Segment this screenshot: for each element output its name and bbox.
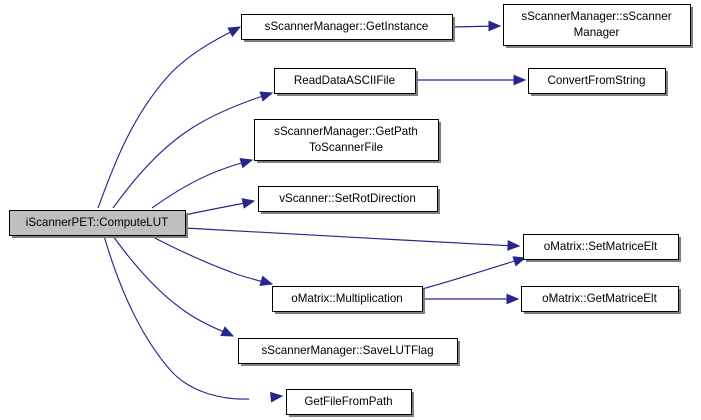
- node-label: sScannerManager::SaveLUTFlag: [261, 344, 433, 357]
- edge-line: [421, 258, 522, 290]
- node-label-line1: sScannerManager::GetPath: [274, 125, 418, 138]
- arrowhead-icon: [506, 293, 520, 305]
- node-getfilefrompath[interactable]: GetFileFromPath: [286, 389, 415, 418]
- node-box[interactable]: [286, 389, 412, 415]
- arrowhead-icon: [220, 326, 235, 337]
- edge-root-to-getinstance: [97, 26, 242, 209]
- node-label: iScannerPET::ComputeLUT: [26, 216, 168, 229]
- arrowhead-icon: [270, 391, 284, 403]
- arrowhead-icon: [239, 158, 254, 169]
- node-readdata[interactable]: ReadDataASCIIFile: [274, 68, 419, 97]
- node-label-line1: sScannerManager::sScanner: [521, 10, 671, 23]
- node-box[interactable]: [254, 119, 439, 161]
- nodes-layer: iScannerPET::ComputeLUTsScannerManager::…: [9, 4, 694, 418]
- edge-root-to-getfilefrompath: [103, 235, 284, 403]
- edge-line: [103, 235, 250, 400]
- node-convertfromstring[interactable]: ConvertFromString: [528, 68, 669, 97]
- edge-root-to-getpathtoscannerfile: [151, 158, 254, 209]
- arrowhead-icon: [513, 74, 527, 86]
- node-box[interactable]: [528, 68, 666, 94]
- node-box[interactable]: [238, 338, 458, 364]
- node-box[interactable]: [274, 68, 416, 94]
- edges-layer: [97, 20, 527, 403]
- edge-line: [184, 227, 515, 247]
- edge-root-to-readdata: [112, 91, 274, 209]
- edge-line: [150, 235, 269, 284]
- node-getinstance[interactable]: sScannerManager::GetInstance: [241, 14, 456, 43]
- node-label: oMatrix::SetMatriceElt: [544, 240, 658, 253]
- edge-root-to-setrotdirection: [184, 198, 256, 216]
- edge-getinstance-to-sscannerctor: [451, 20, 502, 32]
- node-box[interactable]: [272, 286, 423, 312]
- edge-root-to-savelutflag: [112, 235, 235, 337]
- arrowhead-icon: [227, 26, 242, 38]
- arrowhead-icon: [488, 20, 502, 32]
- node-savelutflag[interactable]: sScannerManager::SaveLUTFlag: [238, 338, 461, 367]
- node-label: oMatrix::GetMatriceElt: [542, 292, 657, 305]
- node-label: sScannerManager::GetInstance: [265, 20, 429, 33]
- node-box[interactable]: [523, 234, 679, 260]
- node-label: ReadDataASCIIFile: [294, 74, 395, 87]
- node-getmatriceelt[interactable]: oMatrix::GetMatriceElt: [521, 286, 682, 315]
- node-box[interactable]: [258, 186, 438, 212]
- arrowhead-icon: [259, 91, 274, 102]
- node-box[interactable]: [9, 210, 186, 236]
- node-root[interactable]: iScannerPET::ComputeLUT: [9, 210, 189, 239]
- node-label: oMatrix::Multiplication: [291, 292, 402, 305]
- arrowhead-icon: [241, 198, 256, 209]
- node-label: vScanner::SetRotDirection: [279, 192, 416, 205]
- edge-line: [112, 93, 270, 209]
- arrowhead-icon: [512, 256, 527, 267]
- edge-line: [97, 28, 238, 209]
- node-box[interactable]: [521, 286, 679, 312]
- node-setmatriceelt[interactable]: oMatrix::SetMatriceElt: [523, 234, 682, 263]
- edge-root-to-setmatriceelt: [184, 227, 521, 251]
- node-box[interactable]: [241, 14, 453, 40]
- edge-line: [112, 235, 230, 335]
- edge-readdata-to-convertfromstring: [415, 74, 527, 86]
- edge-multiplication-to-setmatriceelt: [421, 256, 527, 290]
- edge-line: [184, 202, 246, 216]
- arrowhead-icon: [259, 275, 274, 286]
- node-label: GetFileFromPath: [304, 395, 392, 408]
- edge-root-to-multiplication: [150, 235, 274, 286]
- arrowhead-icon: [507, 240, 521, 251]
- node-setrotdirection[interactable]: vScanner::SetRotDirection: [258, 186, 441, 215]
- node-multiplication[interactable]: oMatrix::Multiplication: [272, 286, 426, 315]
- edge-line: [151, 160, 250, 209]
- node-label-line2: Manager: [574, 26, 620, 39]
- node-box[interactable]: [503, 4, 691, 46]
- node-sscannerctor[interactable]: sScannerManager::sScannerManager: [503, 4, 694, 49]
- node-label-line2: ToScannerFile: [309, 141, 383, 154]
- edge-multiplication-to-getmatriceelt: [422, 293, 520, 305]
- node-label: ConvertFromString: [548, 74, 646, 87]
